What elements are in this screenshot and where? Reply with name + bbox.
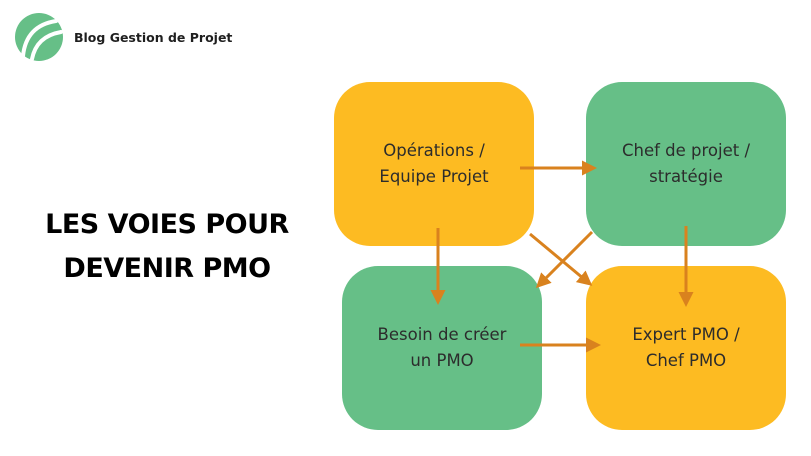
node-chef-projet: Chef de projet / stratégie [586,82,786,246]
page-title: LES VOIES POUR DEVENIR PMO [22,203,312,291]
node-besoin: Besoin de créer un PMO [342,266,542,430]
brand-logo[interactable]: Blog Gestion de Projet [14,12,232,62]
edge-operations-to-expert [529,232,593,286]
node-chef-projet-line1: Chef de projet / [621,141,751,160]
page-title-line1: LES VOIES POUR [45,209,289,240]
node-operations-line1: Opérations / [383,141,485,160]
page-title-line2: DEVENIR PMO [63,253,271,284]
node-expert-line1: Expert PMO / [632,325,740,344]
leaf-logo-icon [15,13,63,61]
node-expert-line2: Chef PMO [645,351,727,370]
brand-name: Blog Gestion de Projet [74,29,233,45]
node-besoin-line1: Besoin de créer [377,325,507,344]
node-operations-line2: Equipe Projet [379,167,489,186]
edge-chef-projet-to-besoin [535,230,594,289]
node-chef-projet-line2: stratégie [649,167,723,186]
node-operations: Opérations / Equipe Projet [334,82,534,246]
node-besoin-line2: un PMO [410,351,474,370]
node-expert: Expert PMO / Chef PMO [586,266,786,430]
